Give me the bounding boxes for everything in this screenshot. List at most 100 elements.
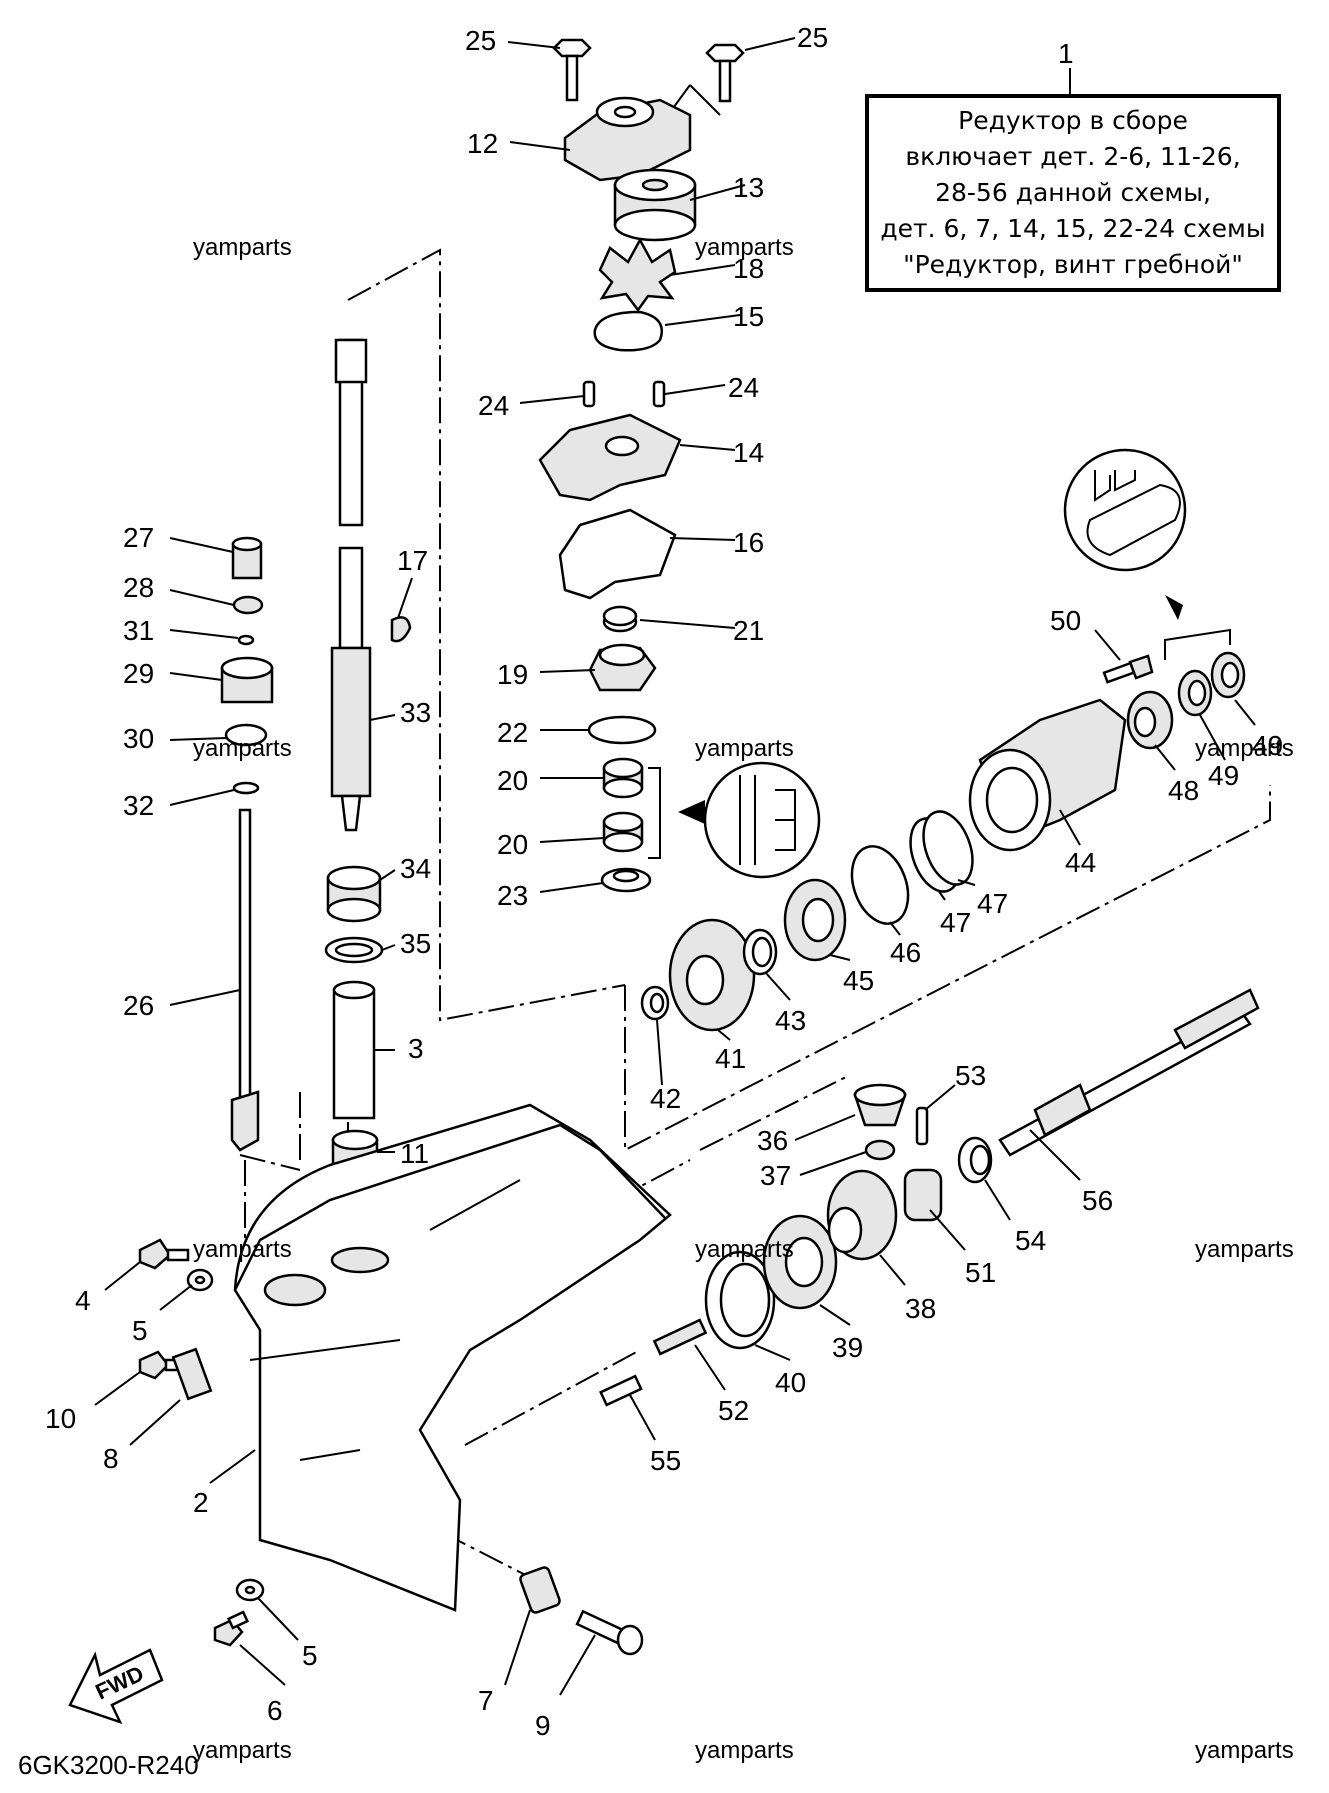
o-ring-22 xyxy=(587,715,657,745)
callout: 45 xyxy=(843,965,874,996)
callout: 14 xyxy=(733,437,764,468)
watermarks: yamparts yamparts yamparts yamparts yamp… xyxy=(193,234,1294,1764)
diagram-code: 6GK3200-R240 xyxy=(18,1750,199,1780)
sleeve-3 xyxy=(332,980,376,1120)
note-line: включает дет. 2-6, 11-26, xyxy=(905,142,1241,171)
callout: 25 xyxy=(465,25,496,56)
note-line: дет. 6, 7, 14, 15, 22-24 схемы xyxy=(880,214,1266,243)
o-ring-47-b xyxy=(922,810,974,886)
bearing-39 xyxy=(762,1214,838,1310)
callout: 51 xyxy=(965,1257,996,1288)
housing-19 xyxy=(588,643,657,692)
callout: 47 xyxy=(940,907,971,938)
callout: 49 xyxy=(1252,730,1283,761)
watermark: yamparts xyxy=(695,1236,794,1263)
bolt-6 xyxy=(213,1610,250,1647)
callout: 16 xyxy=(733,527,764,558)
shim-43 xyxy=(742,928,778,976)
callout: 24 xyxy=(478,390,509,421)
watermark: yamparts xyxy=(695,735,794,762)
clip-7 xyxy=(519,1566,561,1614)
callout: 54 xyxy=(1015,1225,1046,1256)
callout-leaders xyxy=(94,37,1256,1696)
needle-bearing-48 xyxy=(1126,690,1174,750)
forward-gear-41 xyxy=(668,918,756,1032)
reverse-gear-38 xyxy=(826,1169,898,1261)
seal-detail-magnifier-2 xyxy=(1063,448,1187,620)
callout: 49 xyxy=(1208,760,1239,791)
o-ring-46 xyxy=(850,845,910,925)
callout: 1 xyxy=(1058,38,1074,69)
watermark: yamparts xyxy=(193,234,292,261)
watermark: yamparts xyxy=(193,1737,292,1764)
seal-49-b xyxy=(1210,651,1246,699)
drive-shaft-parts xyxy=(324,338,412,1180)
pin-53 xyxy=(915,1106,929,1146)
bearing-34 xyxy=(326,865,382,923)
watermark: yamparts xyxy=(1195,1236,1294,1263)
drive-shaft-mid xyxy=(338,546,364,650)
callout-numbers: 25 25 12 13 18 15 24 24 14 16 21 19 22 2… xyxy=(45,22,1283,1741)
washer-32 xyxy=(232,781,260,795)
lower-case-2 xyxy=(233,1103,672,1612)
callout: 56 xyxy=(1082,1185,1113,1216)
watermark: yamparts xyxy=(193,1236,292,1263)
callout: 42 xyxy=(650,1083,681,1114)
guide-lines xyxy=(239,84,1271,1586)
callout: 46 xyxy=(890,937,921,968)
callout: 27 xyxy=(123,522,154,553)
callout: 35 xyxy=(400,928,431,959)
seal-21 xyxy=(602,605,638,633)
oil-seal-20-upper xyxy=(602,757,644,799)
callout: 5 xyxy=(302,1640,318,1671)
callout: 6 xyxy=(267,1695,283,1726)
callout: 9 xyxy=(535,1710,551,1741)
callout: 10 xyxy=(45,1403,76,1434)
washer-5-lower xyxy=(235,1578,265,1602)
callout: 44 xyxy=(1065,847,1096,878)
callout: 38 xyxy=(905,1293,936,1324)
nut-37 xyxy=(864,1139,896,1161)
clutch-51 xyxy=(903,1168,943,1222)
watermark: yamparts xyxy=(1195,1737,1294,1764)
watermark: yamparts xyxy=(695,1737,794,1764)
seal-40 xyxy=(704,1250,776,1350)
callout: 24 xyxy=(728,372,759,403)
washer-42 xyxy=(640,985,670,1021)
pin-55 xyxy=(599,1374,643,1407)
callout: 30 xyxy=(123,723,154,754)
callout: 13 xyxy=(733,172,764,203)
callout: 26 xyxy=(123,990,154,1021)
callout: 11 xyxy=(400,1138,429,1169)
water-pump-parts xyxy=(538,38,821,893)
callout: 36 xyxy=(757,1125,788,1156)
note-line: 28-56 данной схемы, xyxy=(935,178,1211,207)
callout: 52 xyxy=(718,1395,749,1426)
shift-rod-26 xyxy=(238,808,252,1102)
seal-49-a xyxy=(1177,669,1213,717)
callout: 47 xyxy=(977,888,1008,919)
callout: 34 xyxy=(400,853,431,884)
circlip-31 xyxy=(237,634,255,646)
bolt-4 xyxy=(138,1238,190,1270)
seal-detail-magnifier xyxy=(678,761,821,879)
collar-27 xyxy=(231,536,263,580)
oil-seal-20-lower xyxy=(602,811,644,853)
callout: 39 xyxy=(832,1332,863,1363)
watermark: yamparts xyxy=(193,735,292,762)
callout: 32 xyxy=(123,790,154,821)
callout: 17 xyxy=(397,545,428,576)
outer-plate-14 xyxy=(538,413,682,502)
watermark: yamparts xyxy=(1195,735,1294,762)
pump-housing-12 xyxy=(563,96,692,182)
impeller-18 xyxy=(598,237,677,313)
callout: 12 xyxy=(467,128,498,159)
callout: 28 xyxy=(123,572,154,603)
bolt-50 xyxy=(1102,654,1154,684)
gasket-16 xyxy=(558,508,677,600)
callout: 25 xyxy=(797,22,828,53)
nut-28 xyxy=(232,595,264,615)
gear-train-parts xyxy=(640,448,1260,1350)
